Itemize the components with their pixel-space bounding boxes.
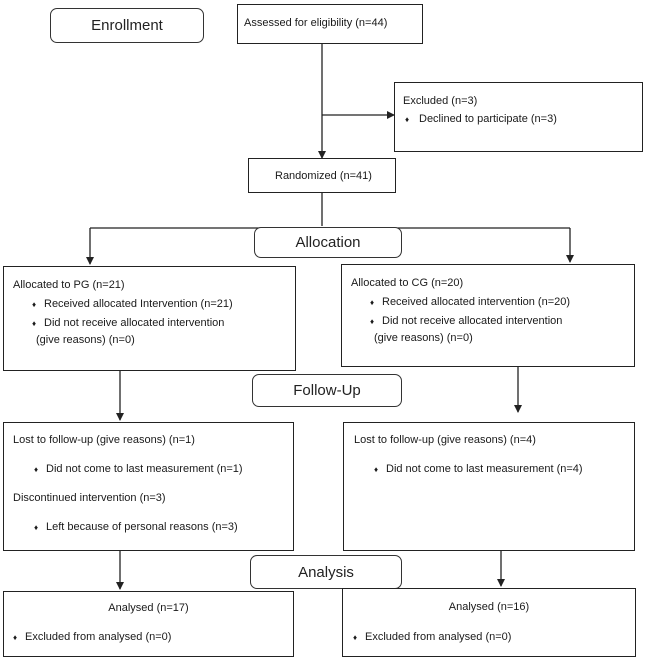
bullet-icon: ♦ (34, 465, 39, 474)
excluded-title: Excluded (n=3) (403, 95, 478, 107)
bullet-icon: ♦ (353, 633, 358, 642)
stage-allocation: Allocation (254, 227, 402, 258)
bullet-icon: ♦ (32, 319, 37, 328)
followup-pg-discontinued-item: Left because of personal reasons (n=3) (46, 521, 238, 533)
followup-pg-discontinued: Discontinued intervention (n=3) (13, 492, 166, 504)
allocated-cg-title: Allocated to CG (n=20) (351, 277, 464, 289)
allocated-cg-received: Received allocated intervention (n=20) (382, 296, 571, 308)
excluded-box: Excluded (n=3) ♦ Declined to participate… (394, 82, 643, 152)
analysis-cg-box: Analysed (n=16) ♦ Excluded from analysed… (342, 588, 636, 657)
bullet-icon: ♦ (370, 298, 375, 307)
analysis-cg-title: Analysed (n=16) (448, 601, 530, 613)
randomized-text: Randomized (n=41) (275, 170, 372, 182)
stage-analysis: Analysis (250, 555, 402, 589)
allocated-pg-reasons: (give reasons) (n=0) (36, 334, 135, 346)
followup-pg-box: Lost to follow-up (give reasons) (n=1) ♦… (3, 422, 294, 551)
bullet-icon: ♦ (13, 633, 18, 642)
allocated-pg-title: Allocated to PG (n=21) (13, 279, 125, 291)
bullet-icon: ♦ (374, 465, 379, 474)
randomized-box: Randomized (n=41) (248, 158, 396, 193)
allocated-cg-not-received: Did not receive allocated intervention (382, 315, 563, 327)
followup-pg-lost-item: Did not come to last measurement (n=1) (46, 463, 243, 475)
followup-cg-lost: Lost to follow-up (give reasons) (n=4) (354, 434, 536, 446)
assessed-box: Assessed for eligibility (n=44) (237, 4, 423, 44)
bullet-icon: ♦ (405, 115, 410, 124)
analysis-pg-box: Analysed (n=17) ♦ Excluded from analysed… (3, 591, 294, 657)
stage-enrollment: Enrollment (50, 8, 204, 43)
bullet-icon: ♦ (370, 317, 375, 326)
followup-cg-box: Lost to follow-up (give reasons) (n=4) ♦… (343, 422, 635, 551)
allocated-pg-box: Allocated to PG (n=21) ♦ Received alloca… (3, 266, 296, 371)
bullet-icon: ♦ (32, 300, 37, 309)
analysis-pg-title: Analysed (n=17) (108, 602, 189, 614)
analysis-cg-excluded: Excluded from analysed (n=0) (365, 631, 512, 643)
allocated-cg-reasons: (give reasons) (n=0) (374, 332, 473, 344)
bullet-icon: ♦ (34, 523, 39, 532)
allocated-pg-not-received: Did not receive allocated intervention (44, 317, 225, 329)
followup-cg-lost-item: Did not come to last measurement (n=4) (386, 463, 583, 475)
analysis-pg-excluded: Excluded from analysed (n=0) (25, 631, 172, 643)
stage-follow-up: Follow-Up (252, 374, 402, 407)
assessed-text: Assessed for eligibility (n=44) (244, 17, 388, 29)
excluded-item: Declined to participate (n=3) (419, 113, 557, 125)
followup-pg-lost: Lost to follow-up (give reasons) (n=1) (13, 434, 195, 446)
allocated-cg-box: Allocated to CG (n=20) ♦ Received alloca… (341, 264, 635, 367)
allocated-pg-received: Received allocated Intervention (n=21) (44, 298, 233, 310)
